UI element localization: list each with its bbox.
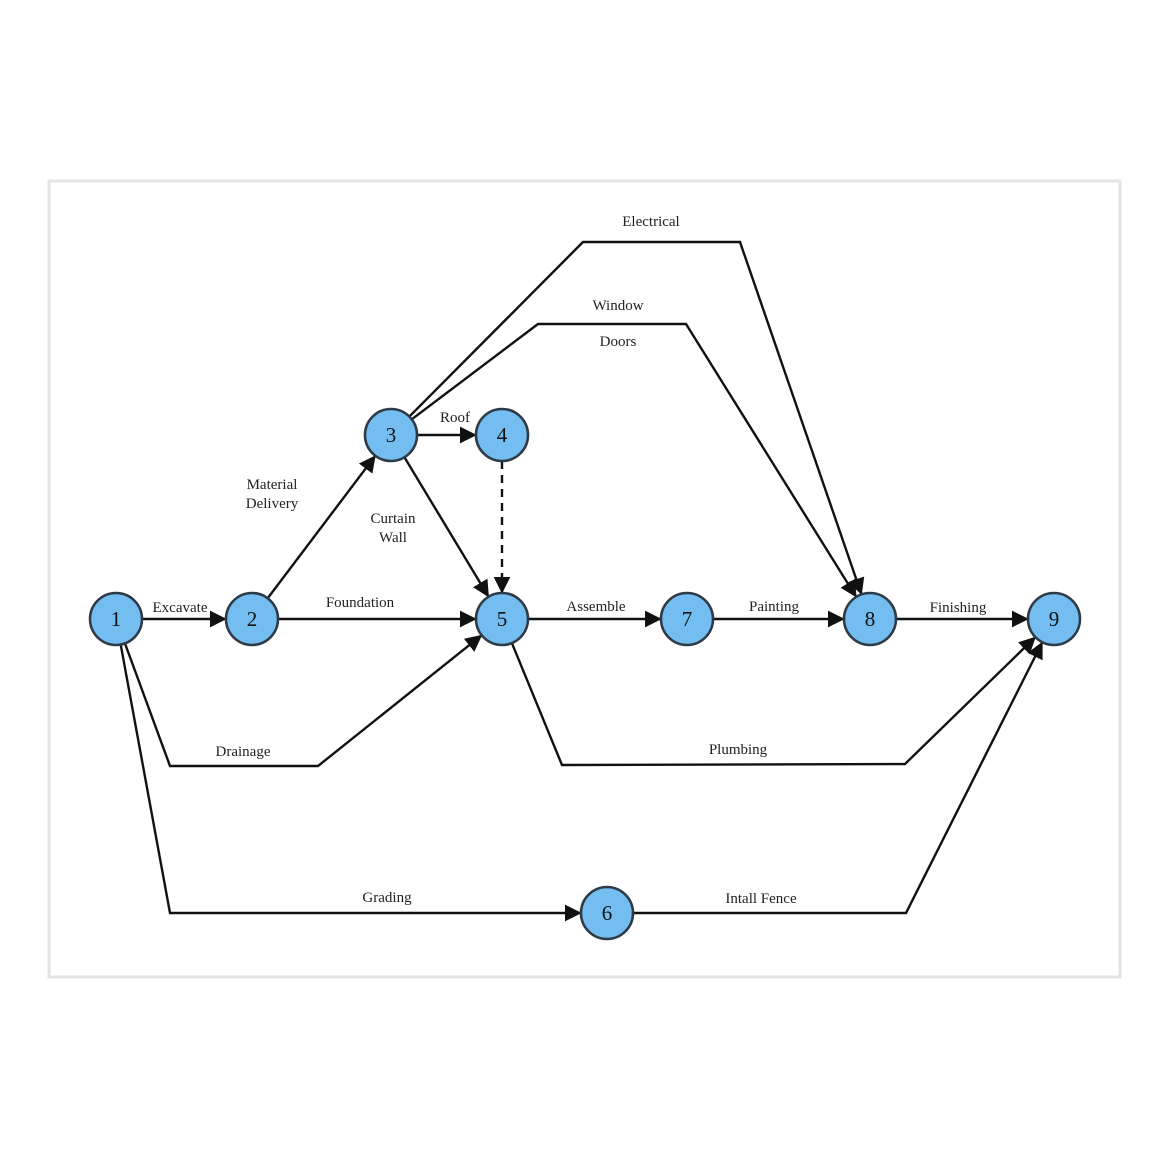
edge-label-grading: Grading: [362, 890, 412, 906]
edge-material-delivery: [266, 455, 376, 599]
node-label-1: 1: [111, 607, 122, 631]
edge-label-material-delivery-line-1: Material: [247, 477, 298, 493]
edge-label-assemble: Assemble: [566, 599, 626, 615]
edge-grading: [119, 644, 582, 922]
node-7: 7: [659, 591, 715, 647]
edge-label-install-fence: Intall Fence: [725, 891, 797, 907]
edge-label-electrical: Electrical: [622, 214, 679, 230]
edge-label-window-doors-line-1: Window: [592, 298, 643, 314]
node-circle-1: [88, 591, 144, 647]
node-9: 9: [1026, 591, 1082, 647]
node-6: 6: [579, 885, 635, 941]
edge-label-drainage: Drainage: [216, 744, 271, 760]
node-circle-4: [474, 407, 530, 463]
node-circle-6: [579, 885, 635, 941]
node-label-6: 6: [602, 901, 613, 925]
edge-electrical: [408, 240, 865, 596]
edges-layer: [119, 240, 1043, 922]
node-label-4: 4: [497, 423, 508, 447]
node-label-5: 5: [497, 607, 508, 631]
node-2: 2: [224, 591, 280, 647]
edge-plumbing: [510, 636, 1036, 767]
edge-curtain-wall: [403, 456, 490, 598]
edge-label-plumbing: Plumbing: [709, 742, 768, 758]
edge-label-material-delivery-line-2: Delivery: [246, 496, 299, 512]
edge-label-window-doors-line-2: Doors: [600, 334, 637, 350]
node-circle-9: [1026, 591, 1082, 647]
node-label-9: 9: [1049, 607, 1060, 631]
node-label-8: 8: [865, 607, 876, 631]
node-label-3: 3: [386, 423, 397, 447]
node-3: 3: [363, 407, 419, 463]
edge-window-doors: [411, 322, 857, 598]
edge-install-fence: [633, 641, 1043, 915]
node-circle-7: [659, 591, 715, 647]
node-1: 1: [88, 591, 144, 647]
node-5: 5: [474, 591, 530, 647]
edge-label-roof: Roof: [440, 410, 470, 426]
node-label-7: 7: [682, 607, 693, 631]
nodes-layer: 1 2 3 4 5 6 7 8 9: [88, 407, 1082, 941]
edge-drainage: [123, 634, 483, 768]
node-8: 8: [842, 591, 898, 647]
node-circle-2: [224, 591, 280, 647]
edge-label-foundation: Foundation: [326, 595, 395, 611]
diagram-frame: [47, 179, 1122, 979]
node-label-2: 2: [247, 607, 258, 631]
edge-label-curtain-wall-line-1: Curtain: [371, 511, 416, 527]
node-circle-3: [363, 407, 419, 463]
node-circle-5: [474, 591, 530, 647]
edge-label-excavate: Excavate: [153, 600, 208, 616]
edge-label-curtain-wall-line-2: Wall: [379, 530, 407, 546]
node-circle-8: [842, 591, 898, 647]
edge-label-painting: Painting: [749, 599, 800, 615]
edge-label-finishing: Finishing: [930, 600, 987, 616]
node-4: 4: [474, 407, 530, 463]
